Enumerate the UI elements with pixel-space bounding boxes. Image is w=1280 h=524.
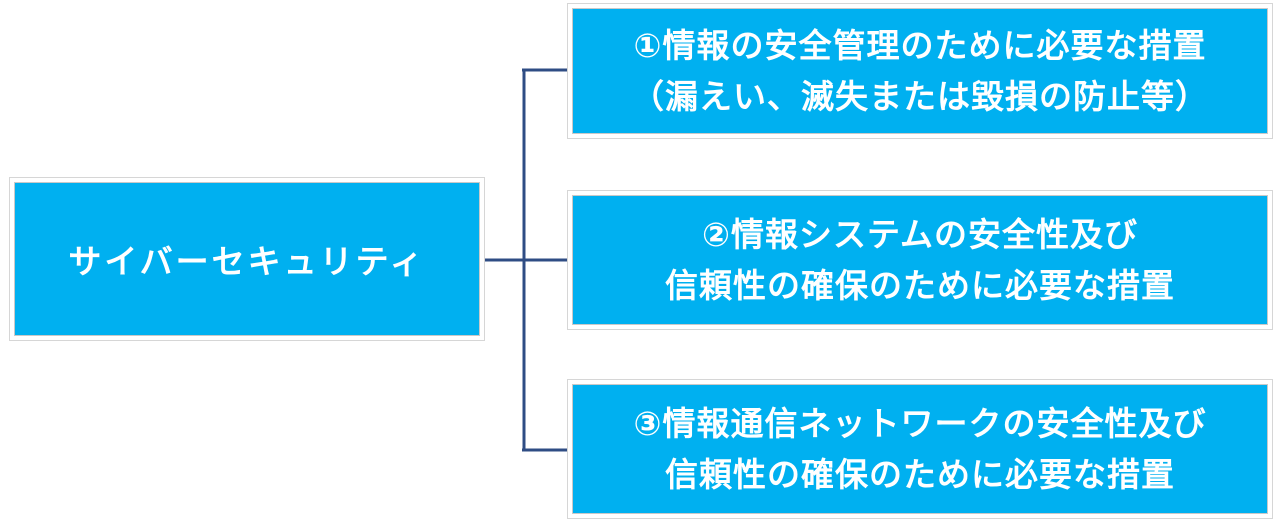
child-node-1-line1: ①情報の安全管理のために必要な措置 bbox=[633, 25, 1207, 65]
root-node-label: サイバーセキュリティ bbox=[68, 242, 426, 281]
child-node-2: ②情報システムの安全性及び 信頼性の確保のために必要な措置 bbox=[572, 195, 1268, 325]
child-node-2-line1: ②情報システムの安全性及び bbox=[702, 214, 1138, 254]
child-node-1-line2: （漏えい、滅失または毀損の防止等） bbox=[631, 77, 1209, 116]
child-node-2-line2: 信頼性の確保のために必要な措置 bbox=[665, 266, 1175, 305]
child-node-3-line2: 信頼性の確保のために必要な措置 bbox=[665, 455, 1175, 494]
child-node-3-line1: ③情報通信ネットワークの安全性及び bbox=[633, 403, 1207, 443]
child-node-3: ③情報通信ネットワークの安全性及び 信頼性の確保のために必要な措置 bbox=[572, 384, 1268, 514]
child-node-1: ①情報の安全管理のために必要な措置 （漏えい、滅失または毀損の防止等） bbox=[572, 8, 1268, 134]
root-node: サイバーセキュリティ bbox=[14, 182, 480, 336]
